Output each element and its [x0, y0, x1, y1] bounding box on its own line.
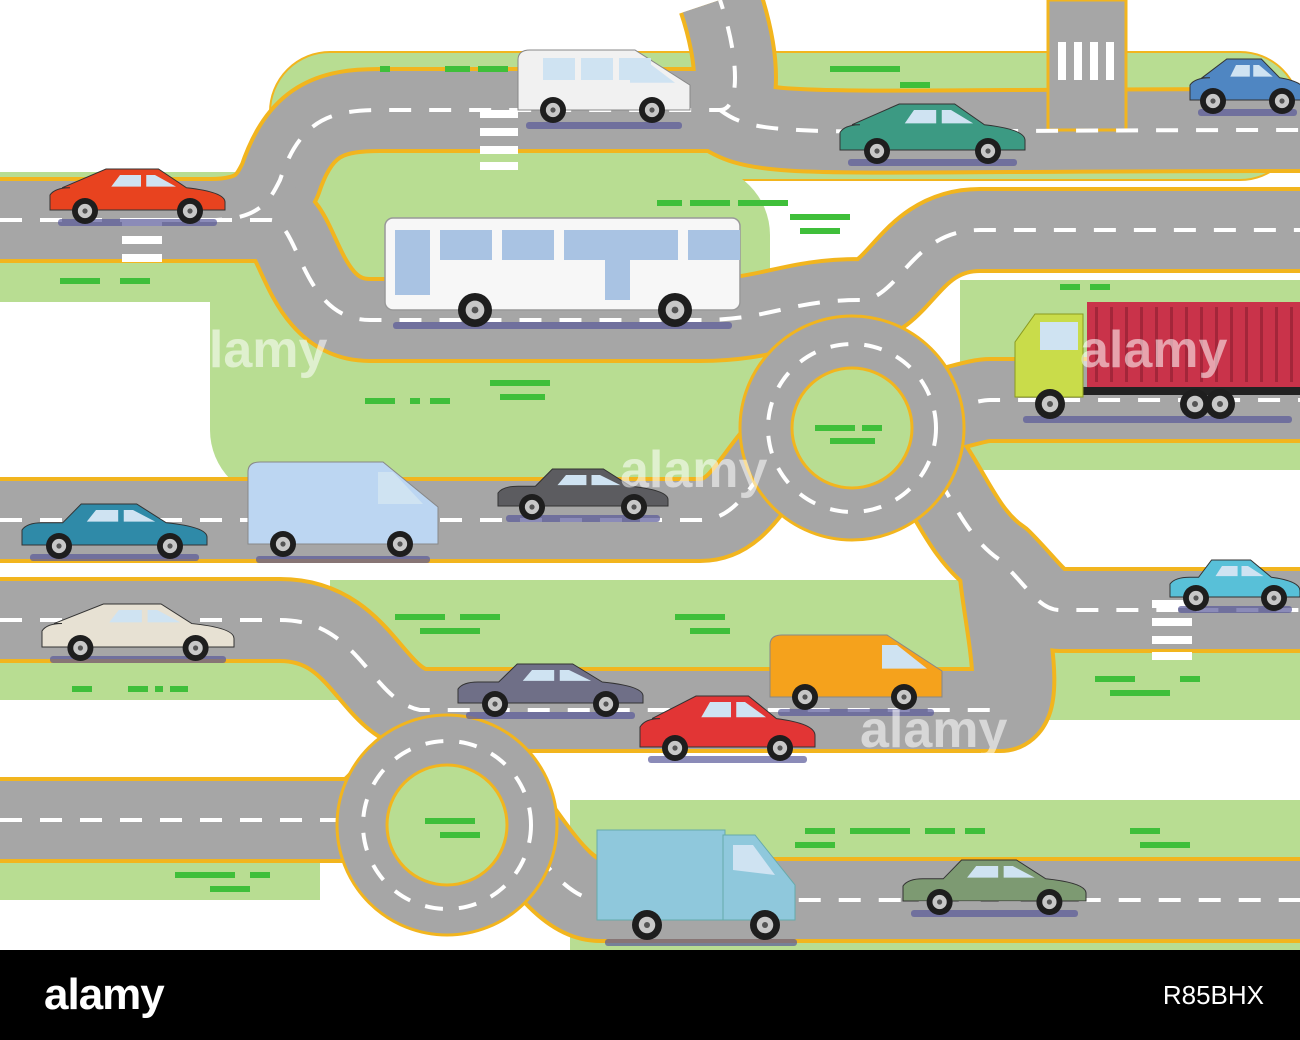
cyan-coupe	[1169, 559, 1300, 613]
blue-suv-top-right	[1189, 58, 1300, 116]
image-id-label: R85BHX	[1162, 980, 1264, 1010]
crosswalks	[122, 42, 1192, 660]
footer-bar: alamy R85BHX	[0, 950, 1300, 1040]
brand-logo[interactable]: alamy	[44, 970, 165, 1019]
orange-van	[769, 634, 943, 716]
crosswalk-top-right	[1058, 42, 1114, 80]
watermark: alamy	[1080, 321, 1228, 379]
vehicles	[21, 49, 1300, 946]
teal-sedan	[21, 503, 208, 561]
blue-box-truck	[596, 829, 797, 946]
grass-decorations	[60, 66, 1200, 892]
white-city-bus	[384, 217, 741, 329]
grey-sports-sedan	[457, 663, 644, 719]
road-map-svg	[0, 0, 1300, 950]
red-station-wagon	[49, 168, 226, 226]
roundabout-upper	[738, 314, 966, 542]
road-network-illustration: alamy alamy alamy alamy	[0, 0, 1300, 950]
crosswalk-right-mid	[1152, 600, 1192, 660]
dark-grey-coupe	[497, 468, 669, 522]
olive-sedan	[902, 859, 1087, 917]
roundabout-lower	[335, 713, 559, 937]
green-hatchback	[839, 103, 1026, 166]
watermark: alamy	[860, 701, 1008, 759]
red-suv	[639, 695, 816, 763]
crosswalk-top-mid	[480, 110, 518, 170]
watermark: alamy	[180, 321, 328, 379]
white-minivan	[517, 49, 691, 129]
container-truck	[1014, 302, 1300, 423]
light-blue-van	[247, 461, 439, 563]
beige-estate-car	[41, 603, 235, 663]
watermark: alamy	[620, 441, 768, 499]
